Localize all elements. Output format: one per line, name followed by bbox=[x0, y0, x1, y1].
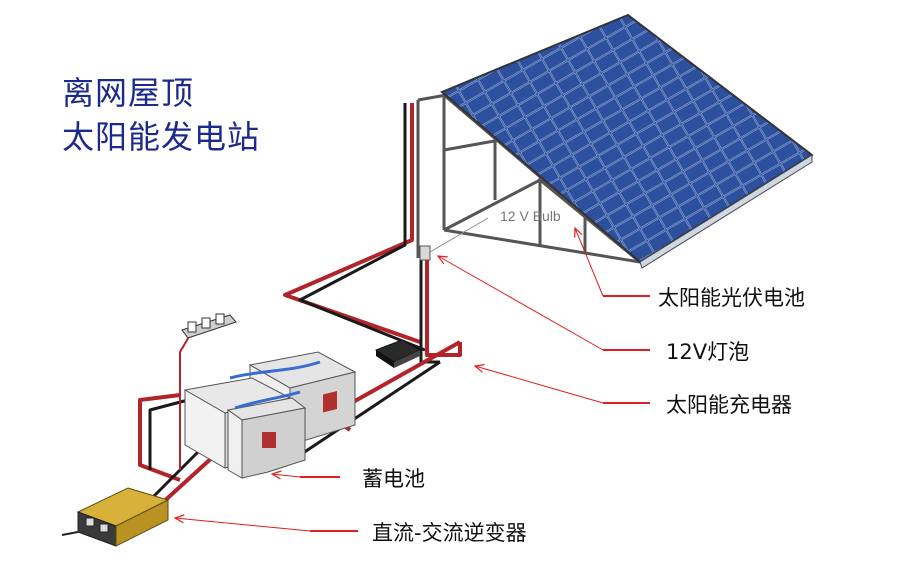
pointer-battery bbox=[272, 474, 340, 477]
bulb-caption: 12 V Bulb bbox=[500, 208, 561, 224]
pointer-lines bbox=[175, 228, 650, 532]
label-solar-panel: 太阳能光伏电池 bbox=[658, 286, 805, 310]
breaker-block bbox=[181, 313, 237, 339]
label-bulb: 12V灯泡 bbox=[666, 340, 750, 364]
bulb-fixture bbox=[419, 217, 489, 261]
battery-bank bbox=[183, 351, 357, 479]
solar-panel-array bbox=[440, 13, 814, 269]
pointer-bulb bbox=[438, 256, 650, 351]
pointer-solar bbox=[575, 228, 650, 297]
title-line-1: 离网屋顶 bbox=[62, 74, 195, 112]
pointer-charger bbox=[475, 366, 650, 404]
charge-controller bbox=[374, 339, 422, 368]
label-charger: 太阳能充电器 bbox=[666, 393, 792, 417]
pointer-inverter bbox=[175, 518, 358, 532]
inverter-unit bbox=[61, 487, 170, 547]
title-line-2: 太阳能发电站 bbox=[62, 118, 261, 156]
cable-bundle bbox=[138, 103, 462, 507]
label-battery: 蓄电池 bbox=[362, 467, 425, 491]
label-inverter: 直流-交流逆变器 bbox=[372, 521, 527, 545]
